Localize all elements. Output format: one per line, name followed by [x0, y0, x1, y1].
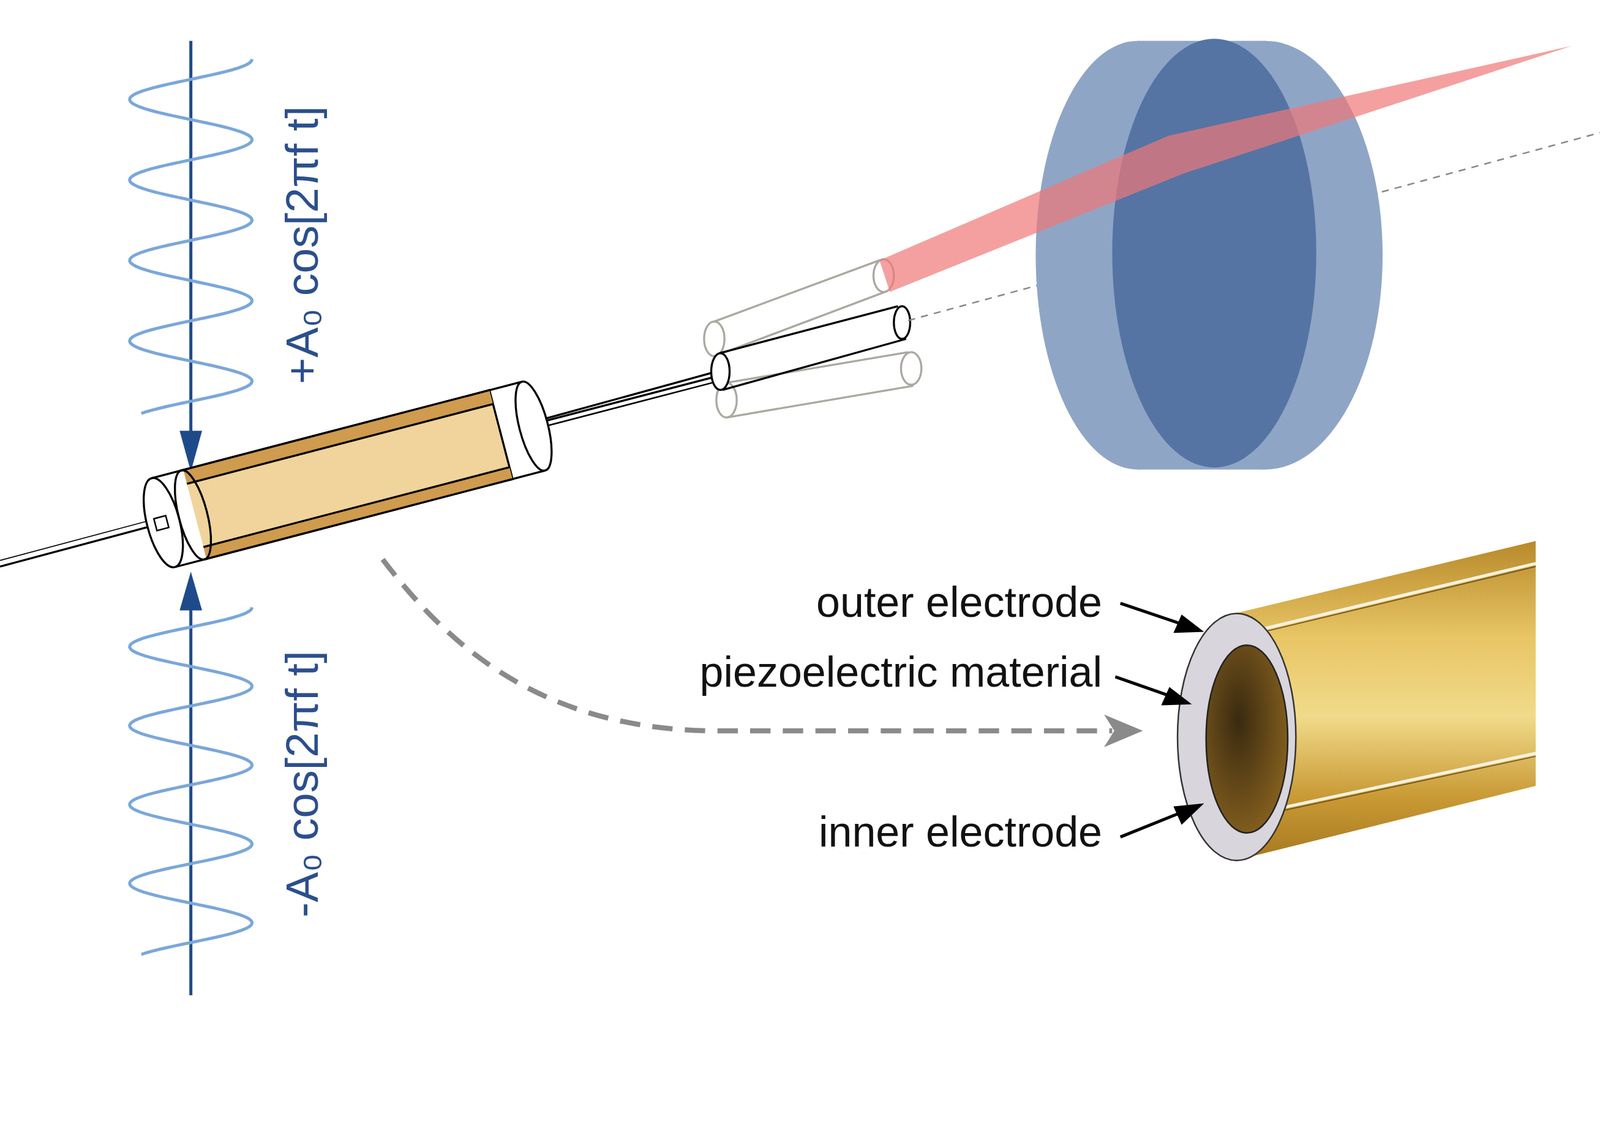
arrow-head — [179, 571, 203, 610]
zoom-arrow — [382, 559, 1112, 731]
centre-fibre — [546, 306, 911, 419]
signal-label: -A₀ cos[2πf t] — [277, 650, 327, 917]
sine-wave — [129, 59, 253, 414]
signal-line — [189, 601, 193, 996]
part-label: outer electrode — [816, 578, 1103, 626]
wire — [0, 519, 154, 561]
part-label: piezoelectric material — [699, 648, 1103, 696]
wire — [0, 525, 154, 567]
part-label: inner electrode — [818, 808, 1103, 856]
light-beam — [879, 45, 1572, 293]
leader-arrow — [1115, 603, 1204, 838]
tube-detail — [1177, 540, 1536, 861]
signal-label: +A₀ cos[2πf t] — [277, 105, 327, 384]
arrow-head — [1104, 713, 1143, 747]
piezo-tube — [135, 331, 738, 571]
sine-wave — [129, 606, 253, 954]
